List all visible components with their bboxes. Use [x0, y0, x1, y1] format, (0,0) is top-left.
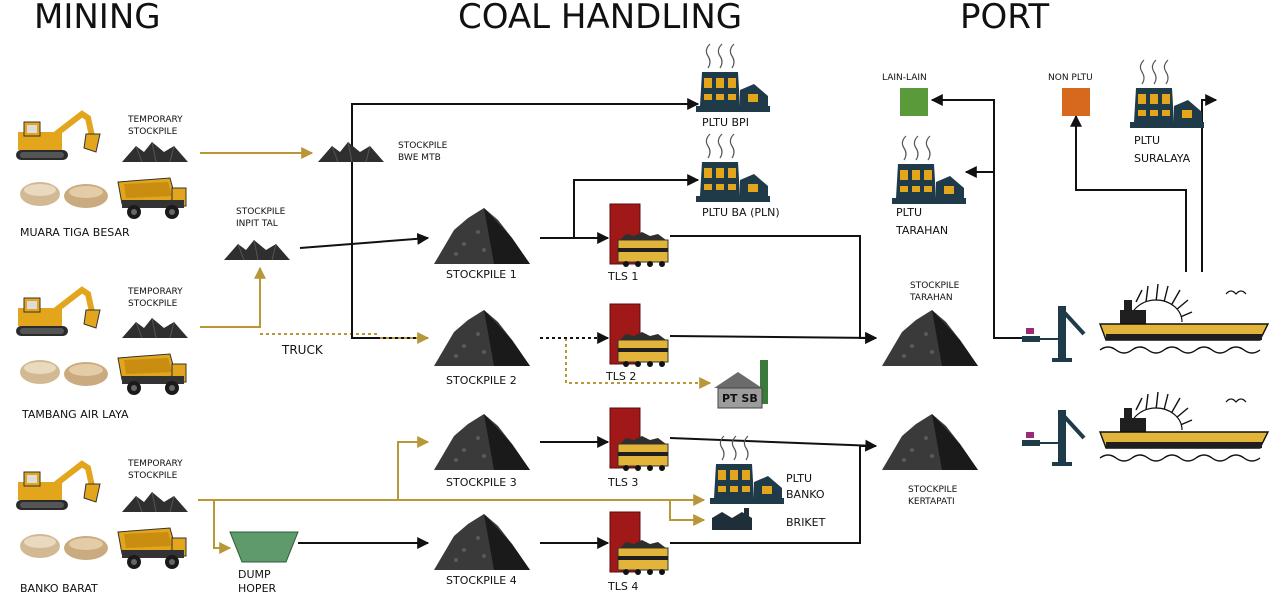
non-pltu-box — [1062, 88, 1090, 116]
non-pltu-label: NON PLTU — [1048, 73, 1093, 83]
dump-hopper-label2: HOPER — [238, 582, 277, 595]
briket-icon — [712, 508, 752, 530]
excavator-tal — [16, 290, 100, 336]
pt-sb-label: PT SB — [722, 392, 758, 405]
flow-tls4-to-kertapati — [670, 445, 876, 544]
stockpile-inpit-label1: STOCKPILE — [236, 207, 286, 217]
lain-lain-label: LAIN-LAIN — [882, 73, 927, 83]
baskets-mtb — [20, 182, 108, 208]
flow-banko-to-hopper — [213, 500, 232, 554]
flow-ship-to-suralaya — [1201, 94, 1218, 272]
temp-stockpile-tal-label1: TEMPORARY — [127, 287, 183, 297]
temp-stockpile-bb — [121, 491, 189, 513]
baskets-tal — [20, 360, 108, 386]
pltu-bpi-icon — [695, 43, 771, 113]
pltu-tarahan-label2: TARAHAN — [895, 224, 948, 237]
excavator-mtb — [16, 114, 100, 160]
stockpile-1-label: STOCKPILE 1 — [446, 268, 517, 281]
stockpile-2-label: STOCKPILE 2 — [446, 374, 517, 387]
pltu-ba-label: PLTU BA (PLN) — [702, 206, 780, 219]
stockpile-3 — [434, 414, 530, 470]
flow-tls2-to-tarahan — [669, 331, 878, 344]
pltu-banko-icon — [709, 435, 785, 505]
ship-tarahan — [1099, 283, 1269, 354]
ship-loader-kertapati — [1020, 408, 1086, 466]
stockpile-1 — [434, 208, 530, 264]
stockpile-3-label: STOCKPILE 3 — [446, 476, 517, 489]
stockpile-kertapati-label2: KERTAPATI — [908, 497, 955, 507]
tls-2 — [609, 303, 669, 368]
tls-3 — [609, 407, 669, 472]
pltu-tarahan-label1: PLTU — [896, 206, 922, 219]
dump-truck-tal — [117, 353, 187, 396]
temp-stockpile-mtb — [121, 141, 189, 163]
flow-inpit-to-sp1 — [299, 232, 430, 249]
temp-stockpile-tal-label2: STOCKPILE — [128, 299, 178, 309]
temp-stockpile-bb-label2: STOCKPILE — [128, 471, 178, 481]
flow-ship-to-non-pltu — [1070, 114, 1187, 272]
stockpile-tarahan — [882, 310, 978, 366]
stockpile-bwe-mtb — [317, 141, 385, 163]
stockpile-4 — [434, 514, 530, 570]
dump-hopper — [229, 531, 299, 563]
flow-banko-to-sp3 — [397, 436, 430, 500]
flow-tls1-to-tarahan — [670, 235, 878, 344]
pltu-bpi-label: PLTU BPI — [702, 116, 749, 129]
flow-tls3-to-kertapati — [669, 437, 878, 452]
flow-sp2-to-ptsb — [565, 338, 712, 389]
flow-port-to-lain — [930, 94, 1030, 339]
tls-1 — [609, 203, 669, 268]
pltu-ba-icon — [695, 133, 771, 203]
pt-sb-icon — [714, 360, 768, 409]
tls-4 — [609, 511, 669, 576]
stockpile-kertapati — [882, 414, 978, 470]
ship-kertapati — [1099, 391, 1269, 462]
lain-lain-box — [900, 88, 928, 116]
stockpile-bwe-label2: BWE MTB — [398, 153, 441, 163]
flow-bwe-to-pltu-bpi — [351, 98, 700, 152]
header-mining: MINING — [34, 0, 161, 37]
mine-name-tal: TAMBANG AIR LAYA — [21, 408, 129, 421]
stockpile-tarahan-label2: TARAHAN — [909, 293, 953, 303]
header-port: PORT — [960, 0, 1049, 37]
pltu-suralaya-icon — [1129, 59, 1205, 129]
stockpile-2 — [434, 310, 530, 366]
temp-stockpile-mtb-label2: STOCKPILE — [128, 127, 178, 137]
flow-tal-to-inpit — [200, 266, 266, 328]
temp-stockpile-mtb-label1: TEMPORARY — [127, 115, 183, 125]
stockpile-bwe-label1: STOCKPILE — [398, 141, 448, 151]
truck-label: TRUCK — [281, 343, 324, 357]
pltu-banko-label1: PLTU — [786, 472, 812, 485]
tls-1-label: TLS 1 — [607, 270, 638, 283]
temp-stockpile-bb-label1: TEMPORARY — [127, 459, 183, 469]
pltu-suralaya-label1: PLTU — [1134, 134, 1160, 147]
flow-sp1-to-pltu-ba — [573, 174, 700, 238]
pltu-tarahan-icon — [891, 135, 967, 205]
flow-to-briket — [669, 500, 706, 526]
baskets-bb — [20, 534, 108, 560]
stockpile-4-label: STOCKPILE 4 — [446, 574, 517, 587]
tls-2-label: TLS 2 — [605, 370, 636, 383]
temp-stockpile-tal — [121, 317, 189, 339]
mine-name-mtb: MUARA TIGA BESAR — [20, 226, 130, 239]
tls-3-label: TLS 3 — [607, 476, 638, 489]
header-coal-handling: COAL HANDLING — [458, 0, 742, 37]
dump-hopper-label1: DUMP — [238, 568, 271, 581]
stockpile-tarahan-label1: STOCKPILE — [910, 281, 960, 291]
stockpile-inpit-label2: INPIT TAL — [236, 219, 278, 229]
pltu-suralaya-label2: SURALAYA — [1134, 152, 1191, 165]
flow-bwe-trunk — [351, 152, 428, 339]
ship-loader-tarahan — [1020, 304, 1086, 362]
dump-truck-bb — [117, 527, 187, 570]
dump-truck-mtb — [117, 177, 187, 220]
briket-label: BRIKET — [786, 516, 826, 529]
stockpile-inpit-tal — [223, 239, 291, 261]
excavator-bb — [16, 464, 100, 510]
pltu-banko-label2: BANKO — [786, 488, 825, 501]
mine-name-bb: BANKO BARAT — [20, 582, 98, 595]
stockpile-kertapati-label1: STOCKPILE — [908, 485, 958, 495]
tls-4-label: TLS 4 — [607, 580, 638, 593]
